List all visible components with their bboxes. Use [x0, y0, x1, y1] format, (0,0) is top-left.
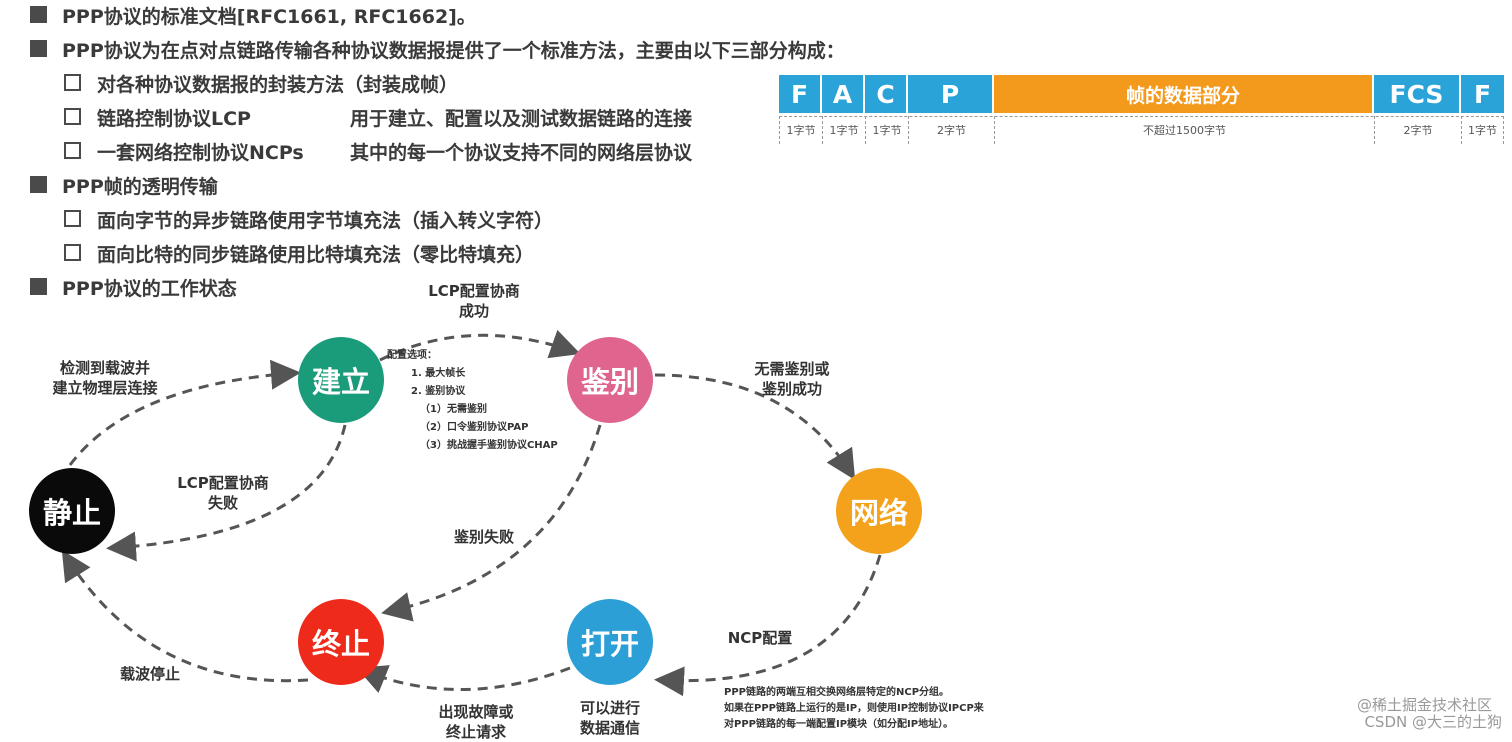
checkbox-square-icon	[64, 74, 81, 91]
label-terminate-to-dead: 载波停止	[119, 665, 180, 683]
frame-size-f2: 1字节	[1461, 116, 1504, 144]
state-authenticate: 鉴别	[567, 337, 653, 423]
label-dead-to-establish: 检测到载波并 建立物理层连接	[52, 359, 158, 397]
label-auth-to-terminate: 鉴别失败	[453, 528, 514, 546]
state-open: 打开	[567, 599, 653, 685]
state-dead: 静止	[29, 468, 115, 554]
item-bit-stuffing: 面向比特的同步链路使用比特填充法（零比特填充）	[97, 244, 535, 266]
bullet-standard-doc: PPP协议的标准文档[RFC1661, RFC1662]。	[62, 6, 476, 28]
frame-size-a: 1字节	[822, 116, 865, 144]
frame-field-f1: F	[779, 75, 822, 113]
watermark-csdn: CSDN @大三的土狗	[1364, 713, 1502, 731]
arrow-dead-to-establish	[68, 359, 301, 466]
frame-field-a: A	[822, 75, 865, 113]
bullet-square-icon	[30, 40, 47, 57]
config-option-item: （3）挑战握手鉴别协议CHAP	[420, 440, 558, 451]
arrow-open-to-terminate	[356, 665, 571, 693]
config-option-item: 2. 鉴别协议	[411, 386, 466, 397]
label-establish-to-dead: LCP配置协商 失败	[177, 474, 269, 512]
item-byte-stuffing: 面向字节的异步链路使用字节填充法（插入转义字符）	[97, 210, 554, 232]
frame-field-p: P	[908, 75, 994, 113]
bullet-square-icon	[30, 6, 47, 23]
config-option-item: 1. 最大帧长	[411, 368, 466, 379]
state-establish: 建立	[298, 337, 384, 423]
config-option-item: （1）无需鉴别	[420, 404, 487, 415]
arrow-establish-to-auth	[379, 329, 581, 362]
item-ncps: 一套网络控制协议NCPs	[97, 142, 304, 164]
state-terminate: 终止	[298, 599, 384, 685]
item-lcp: 链路控制协议LCP	[97, 108, 251, 130]
frame-field-data: 帧的数据部分	[994, 75, 1374, 113]
checkbox-square-icon	[64, 142, 81, 159]
frame-size-baseline	[779, 116, 1504, 117]
bullet-work-states: PPP协议的工作状态	[62, 278, 237, 300]
bullet-ppp-components: PPP协议为在点对点链路传输各种协议数据报提供了一个标准方法，主要由以下三部分构…	[62, 40, 845, 62]
frame-size-f1: 1字节	[779, 116, 822, 144]
label-open-to-terminate: 出现故障或 终止请求	[438, 703, 514, 741]
bullet-square-icon	[30, 278, 47, 295]
frame-field-f2: F	[1461, 75, 1504, 113]
ncp-note-line: PPP链路的两端互相交换网络层特定的NCP分组。	[724, 687, 950, 698]
checkbox-square-icon	[64, 108, 81, 125]
frame-field-c: C	[865, 75, 908, 113]
bullet-square-icon	[30, 176, 47, 193]
checkbox-square-icon	[64, 210, 81, 227]
frame-size-c: 1字节	[865, 116, 908, 144]
config-option-item: （2）口令鉴别协议PAP	[420, 422, 529, 433]
item-encapsulation: 对各种协议数据报的封装方法（封装成帧）	[97, 74, 459, 96]
ncp-note-line: 对PPP链路的每一端配置IP模块（如分配IP地址）。	[724, 719, 954, 730]
config-options-title: 配置选项：	[387, 350, 437, 361]
arrow-terminate-to-dead	[61, 549, 309, 683]
item-ncps-desc: 其中的每一个协议支持不同的网络层协议	[350, 142, 693, 164]
label-auth-to-network: 无需鉴别或 鉴别成功	[754, 360, 830, 398]
frame-size-data: 不超过1500字节	[994, 116, 1374, 144]
checkbox-square-icon	[64, 244, 81, 261]
frame-field-fcs: FCS	[1374, 75, 1461, 113]
arrow-network-to-open	[654, 554, 882, 697]
arrow-auth-to-network	[654, 373, 856, 481]
state-network: 网络	[836, 468, 922, 554]
label-open-note: 可以进行 数据通信	[579, 699, 640, 737]
frame-size-fcs: 2字节	[1374, 116, 1461, 144]
arrow-auth-to-terminate	[381, 424, 602, 622]
label-network-to-open: NCP配置	[727, 629, 793, 647]
ncp-note-line: 如果在PPP链路上运行的是IP，则使用IP控制协议IPCP来	[724, 703, 984, 714]
bullet-transparent-transfer: PPP帧的透明传输	[62, 176, 218, 198]
watermark-juejin: @稀土掘金技术社区	[1356, 696, 1492, 714]
item-lcp-desc: 用于建立、配置以及测试数据链路的连接	[350, 108, 693, 130]
frame-size-p: 2字节	[908, 116, 994, 144]
label-establish-to-auth: LCP配置协商 成功	[428, 282, 520, 320]
